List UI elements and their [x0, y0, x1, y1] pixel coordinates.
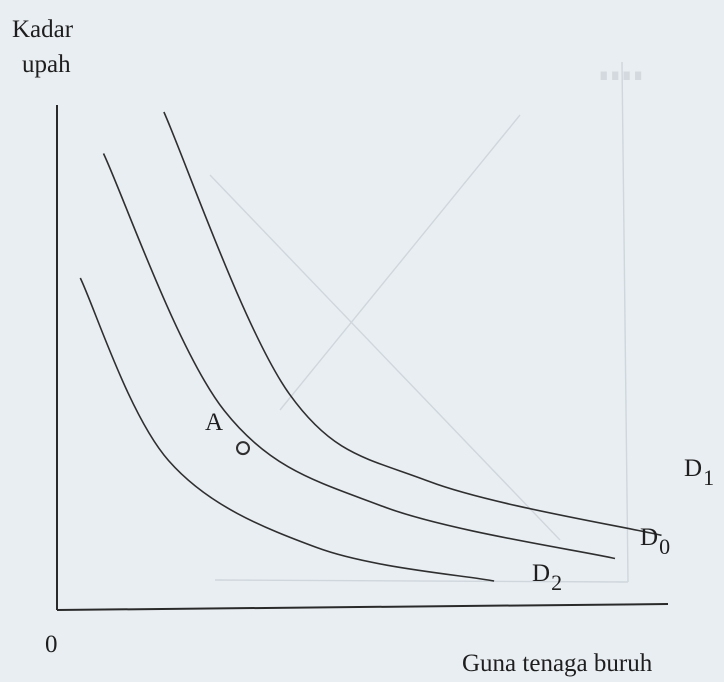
- point-label-a: A: [205, 409, 224, 436]
- series-label-d0-name: D: [640, 524, 659, 551]
- x-axis-label: Guna tenaga buruh: [462, 650, 653, 677]
- curve-d0: [102, 153, 616, 560]
- series-label-d2-name: D: [532, 560, 551, 587]
- bleed-through-artwork: [209, 61, 629, 583]
- bleed-through-text: ∎∎∎∎: [598, 64, 644, 84]
- series-label-d0-subscript: 0: [659, 534, 671, 559]
- x-axis: [56, 603, 669, 611]
- y-axis-label-line1: Kadar: [12, 16, 74, 43]
- demand-curves: [79, 111, 662, 582]
- series-label-d1-name: D: [684, 455, 703, 482]
- curve-d2: [79, 277, 495, 582]
- series-label-d0: D0: [640, 524, 670, 558]
- series-label-d1: D1: [684, 455, 714, 489]
- y-axis-label-line2: upah: [22, 51, 71, 78]
- point-marker-a: [236, 441, 250, 456]
- series-label-d1-subscript: 1: [703, 465, 715, 490]
- axes: [56, 105, 669, 611]
- series-label-d2-subscript: 2: [551, 570, 563, 595]
- point-markers: [236, 441, 250, 456]
- origin-label: 0: [45, 631, 58, 658]
- series-label-d2: D2: [532, 560, 562, 594]
- curve-d1: [163, 111, 662, 537]
